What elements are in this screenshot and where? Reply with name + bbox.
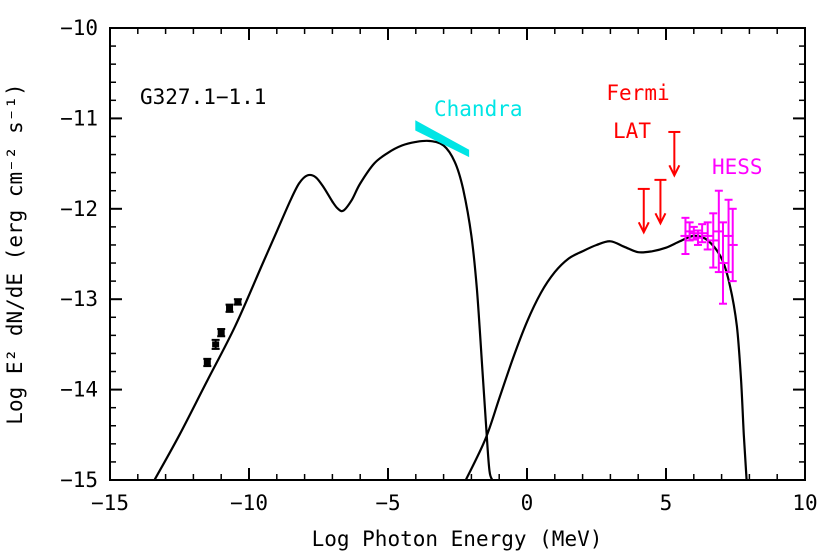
y-tick-label: −13: [60, 287, 98, 311]
source-name-label: G327.1−1.1: [140, 85, 266, 109]
radio-point: [203, 359, 211, 366]
radio-point: [234, 298, 242, 305]
fermi-label: Fermi: [606, 81, 669, 105]
y-tick-label: −12: [60, 197, 98, 221]
y-tick-label: −14: [60, 378, 98, 402]
radio-point: [212, 341, 220, 348]
x-tick-label: −10: [230, 491, 268, 515]
axis-ticks: −15 −10 −5 0 5 10 −15 −14 −13 −12 −11 −10: [60, 16, 818, 515]
y-tick-label: −10: [60, 16, 98, 40]
chart-marks: [153, 120, 748, 481]
plot-frame: [109, 27, 806, 481]
y-tick-label: −15: [60, 468, 98, 492]
fermi-ul-arrowhead: [668, 164, 681, 178]
x-tick-label: 0: [521, 491, 534, 515]
model-curve: [153, 139, 494, 481]
fermi-lat-label: LAT: [613, 119, 651, 143]
hess-label: HESS: [712, 155, 763, 179]
fermi-ul-arrowhead: [637, 221, 650, 235]
radio-point: [226, 305, 234, 312]
x-tick-label: −5: [375, 491, 400, 515]
y-axis-title: Log E² dN/dE (erg cm⁻² s⁻¹): [3, 83, 27, 424]
chandra-bowtie: [415, 120, 470, 158]
model-curve: [464, 234, 748, 481]
x-axis-title: Log Photon Energy (MeV): [312, 527, 603, 551]
chandra-label: Chandra: [434, 97, 523, 121]
x-tick-label: −15: [91, 491, 129, 515]
x-tick-label: 5: [660, 491, 673, 515]
y-tick-label: −11: [60, 106, 98, 130]
radio-point: [217, 329, 225, 336]
x-tick-label: 10: [792, 491, 817, 515]
fermi-ul-arrowhead: [654, 212, 667, 226]
